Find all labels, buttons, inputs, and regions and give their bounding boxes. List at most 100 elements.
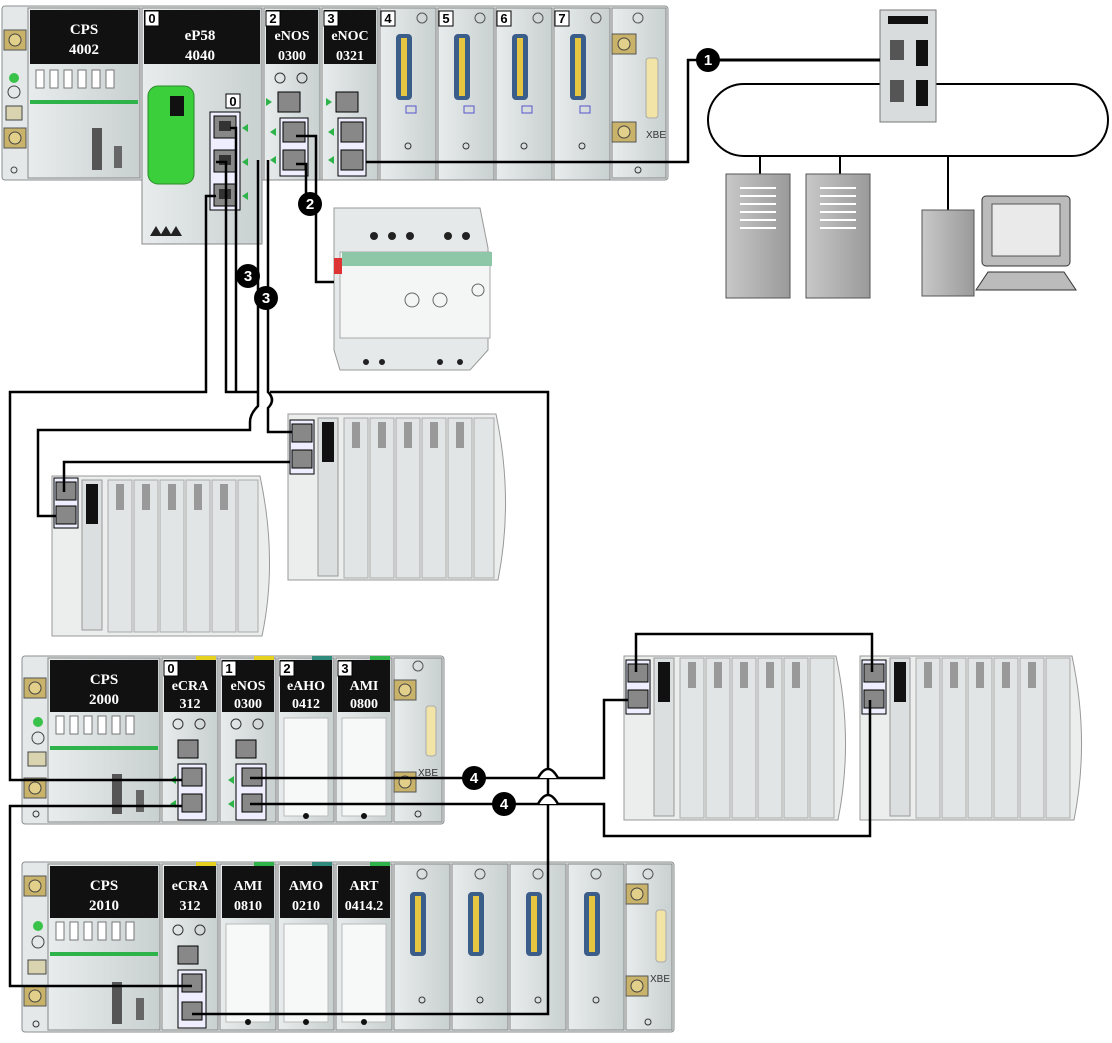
ethernet-port-icon[interactable] xyxy=(627,689,649,709)
module-code: 2000 xyxy=(89,692,119,708)
xbe-label: XBE xyxy=(418,768,438,779)
callout-number: 3 xyxy=(244,268,252,285)
analog-input-module: 3 AMI 0800 xyxy=(335,656,393,823)
module-name: CPS xyxy=(90,878,118,894)
callout-1: 1 xyxy=(696,48,720,72)
slot-number: 2 xyxy=(283,661,290,676)
remote-adapter-module: 0 eCRA 312 xyxy=(161,656,219,823)
module-code: 4002 xyxy=(69,42,99,58)
module-code: 0412 xyxy=(292,697,320,712)
callout-number: 3 xyxy=(262,290,270,307)
module-code: 4040 xyxy=(185,48,215,64)
io-module: 5 xyxy=(437,7,495,181)
module-code: 0300 xyxy=(234,697,262,712)
power-supply-module: CPS 4002 xyxy=(27,7,141,179)
main-rack: CPS 4002 0 eP58 4040 0 xyxy=(1,5,669,245)
power-supply-module: CPS 2000 xyxy=(47,657,161,823)
distributed-io-island xyxy=(859,655,1083,821)
rotary-switch-icon[interactable] xyxy=(172,718,206,730)
module-code: 0210 xyxy=(292,899,320,914)
rotary-switch-icon[interactable] xyxy=(230,718,264,730)
ethernet-port-icon[interactable] xyxy=(177,739,199,759)
io-module xyxy=(509,863,567,1031)
module-code: 312 xyxy=(180,697,201,712)
network-option-switch-module: 1 eNOS 0300 xyxy=(219,656,277,823)
rack-screw-icon xyxy=(3,29,27,174)
ethernet-port-icon[interactable] xyxy=(340,149,364,171)
control-network xyxy=(707,9,1109,299)
ethernet-port-icon[interactable] xyxy=(627,663,649,683)
rack-end-cover: XBE xyxy=(625,863,673,1031)
thermocouple-input-module: ART 0414.2 xyxy=(335,862,393,1031)
rotary-switch-icon[interactable] xyxy=(172,924,206,936)
slot-number: 3 xyxy=(341,661,348,676)
io-module xyxy=(567,863,625,1031)
network-switch-icon xyxy=(879,9,937,123)
ethernet-port-icon[interactable] xyxy=(282,121,306,143)
slot-number: 2 xyxy=(269,11,276,26)
module-name: AMI xyxy=(350,679,379,694)
ethernet-port-icon[interactable] xyxy=(181,973,203,993)
slot-number: 6 xyxy=(500,11,507,26)
module-name: ART xyxy=(349,879,379,894)
module-code: 0800 xyxy=(350,697,378,712)
ethernet-port-icon[interactable] xyxy=(55,481,77,501)
ethernet-port-icon[interactable] xyxy=(181,767,203,787)
xbe-label: XBE xyxy=(650,974,670,985)
callout-2: 2 xyxy=(298,192,322,216)
callout-number: 4 xyxy=(500,796,509,813)
ethernet-port-icon[interactable] xyxy=(291,423,313,443)
ethernet-port-icon[interactable] xyxy=(277,91,301,113)
server-icon xyxy=(805,173,871,299)
port-tag: 0 xyxy=(229,94,236,109)
ethernet-port-icon[interactable] xyxy=(340,121,364,143)
ethernet-port-icon[interactable] xyxy=(181,793,203,813)
io-module: 6 xyxy=(495,7,553,181)
module-code: 0414.2 xyxy=(345,899,384,914)
io-module xyxy=(393,863,451,1031)
slot-number: 3 xyxy=(327,11,334,26)
dual-ring-switch-device xyxy=(333,207,492,371)
ethernet-cables xyxy=(8,58,874,1016)
ethernet-port-icon[interactable] xyxy=(55,505,77,525)
cpu-module: 0 eP58 4040 0 xyxy=(141,7,263,245)
module-code: 2010 xyxy=(89,898,119,914)
workstation-icon xyxy=(921,195,1077,297)
callout-number: 1 xyxy=(704,52,712,69)
module-name: eCRA xyxy=(172,879,209,894)
distributed-io-island xyxy=(623,655,847,821)
network-option-communication-module: 3 eNOC 0321 xyxy=(321,7,379,181)
ethernet-port-icon[interactable] xyxy=(335,91,359,113)
io-modules xyxy=(393,863,625,1031)
cable-crossing-hops xyxy=(536,767,560,805)
remote-rack-1: CPS 2000 0 eCRA 312 1 eNOS 0300 xyxy=(21,655,445,825)
rack-end-cover: XBE xyxy=(393,657,443,823)
ethernet-port-icon[interactable] xyxy=(282,149,306,171)
module-name: eNOC xyxy=(331,29,368,44)
module-code: 0810 xyxy=(234,899,262,914)
callout-3: 3 xyxy=(236,264,260,288)
module-name: eNOS xyxy=(275,29,310,44)
network-option-switch-module: 2 eNOS 0300 xyxy=(263,7,321,181)
module-name: eAHO xyxy=(287,679,325,694)
ethernet-port-icon[interactable] xyxy=(863,663,885,683)
rack-end-cover: XBE xyxy=(611,7,667,179)
slot-number: 1 xyxy=(225,661,232,676)
server-icon xyxy=(725,173,791,299)
module-name: eCRA xyxy=(172,679,209,694)
io-module: 7 xyxy=(553,7,611,181)
ethernet-port-icon[interactable] xyxy=(235,739,257,759)
ethernet-port-icon[interactable] xyxy=(177,945,199,965)
analog-output-module: AMO 0210 xyxy=(277,862,335,1031)
callout-number: 4 xyxy=(470,770,479,787)
module-code: 0300 xyxy=(278,49,306,64)
module-code: 312 xyxy=(180,899,201,914)
distributed-io-island xyxy=(287,413,507,581)
ethernet-port-icon[interactable] xyxy=(863,689,885,709)
rotary-switch-icon[interactable] xyxy=(274,72,308,84)
ethernet-port-icon[interactable] xyxy=(291,449,313,469)
module-code: 0321 xyxy=(336,49,364,64)
module-name: AMO xyxy=(289,879,323,894)
ethernet-port-icon[interactable] xyxy=(181,1001,203,1021)
